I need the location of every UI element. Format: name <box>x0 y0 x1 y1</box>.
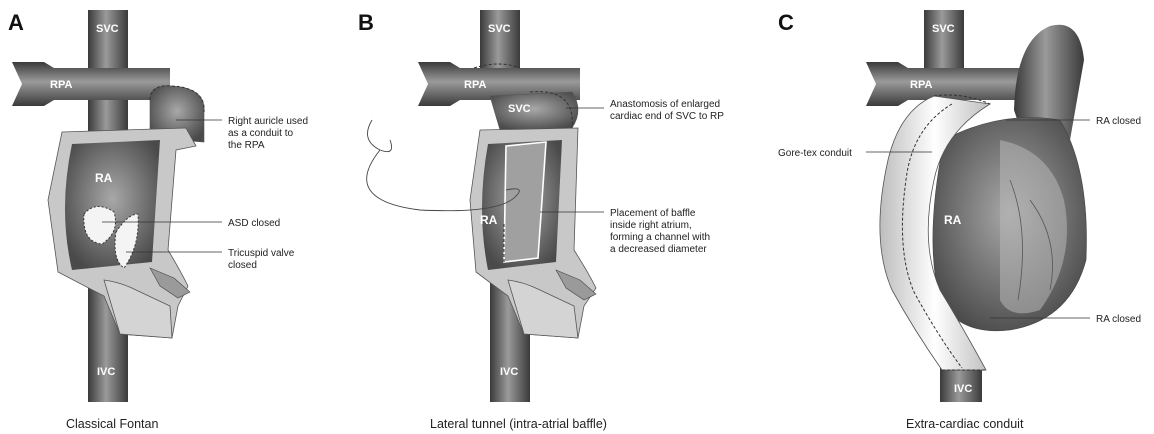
panel-c-caption: Extra-cardiac conduit <box>906 417 1024 431</box>
panel-a-ra-chamber <box>65 140 160 270</box>
panel-a-ra-label: RA <box>95 171 113 185</box>
panel-b-annot-baffle: Placement of baffle inside right atrium,… <box>610 208 713 255</box>
panel-a-annot-tricuspid: Tricuspid valve closed <box>228 248 297 271</box>
panel-b-annot-anastomosis: Anastomosis of enlarged cardiac end of S… <box>610 99 724 122</box>
panel-c-ivc-label: IVC <box>954 383 972 395</box>
panel-b-svc-anastomosis <box>490 92 578 130</box>
panel-b-caption: Lateral tunnel (intra-atrial baffle) <box>430 417 607 431</box>
panel-b-svc-label: SVC <box>488 23 511 35</box>
panel-c: C SVC RPA RA IVC RA closed Gore-tex cond… <box>778 10 1141 431</box>
panel-a-rpa-vessel <box>12 62 170 106</box>
panel-b: B SVC RPA SVC RA IVC Anastomosis of enla… <box>358 10 724 431</box>
panel-a-annot-asd: ASD closed <box>228 218 280 229</box>
panel-c-ra-label: RA <box>944 213 962 227</box>
panel-c-annot-ra-closed-top: RA closed <box>1096 116 1141 127</box>
panel-a-caption: Classical Fontan <box>66 417 158 431</box>
panel-c-letter: C <box>778 10 794 35</box>
panel-a-svc-label: SVC <box>96 23 119 35</box>
panel-a-ivc-label: IVC <box>97 366 115 378</box>
panel-b-baffle <box>504 142 546 262</box>
panel-b-letter: B <box>358 10 374 35</box>
panel-b-rpa-label: RPA <box>464 79 486 91</box>
panel-c-annot-conduit: Gore-tex conduit <box>778 148 852 159</box>
panel-b-ra-label: RA <box>480 213 498 227</box>
panel-b-svc2-label: SVC <box>508 103 531 115</box>
panel-a-letter: A <box>8 10 24 35</box>
panel-a: A SVC RPA RA IVC Right auricle used as a… <box>8 10 311 431</box>
panel-c-annot-ra-closed-bottom: RA closed <box>1096 314 1141 325</box>
panel-a-rpa-label: RPA <box>50 79 72 91</box>
panel-b-ivc-label: IVC <box>500 366 518 378</box>
panel-c-svc-label: SVC <box>932 23 955 35</box>
panel-a-annot-auricle: Right auricle used as a conduit to the R… <box>228 116 311 151</box>
panel-c-rpa-label: RPA <box>910 79 932 91</box>
